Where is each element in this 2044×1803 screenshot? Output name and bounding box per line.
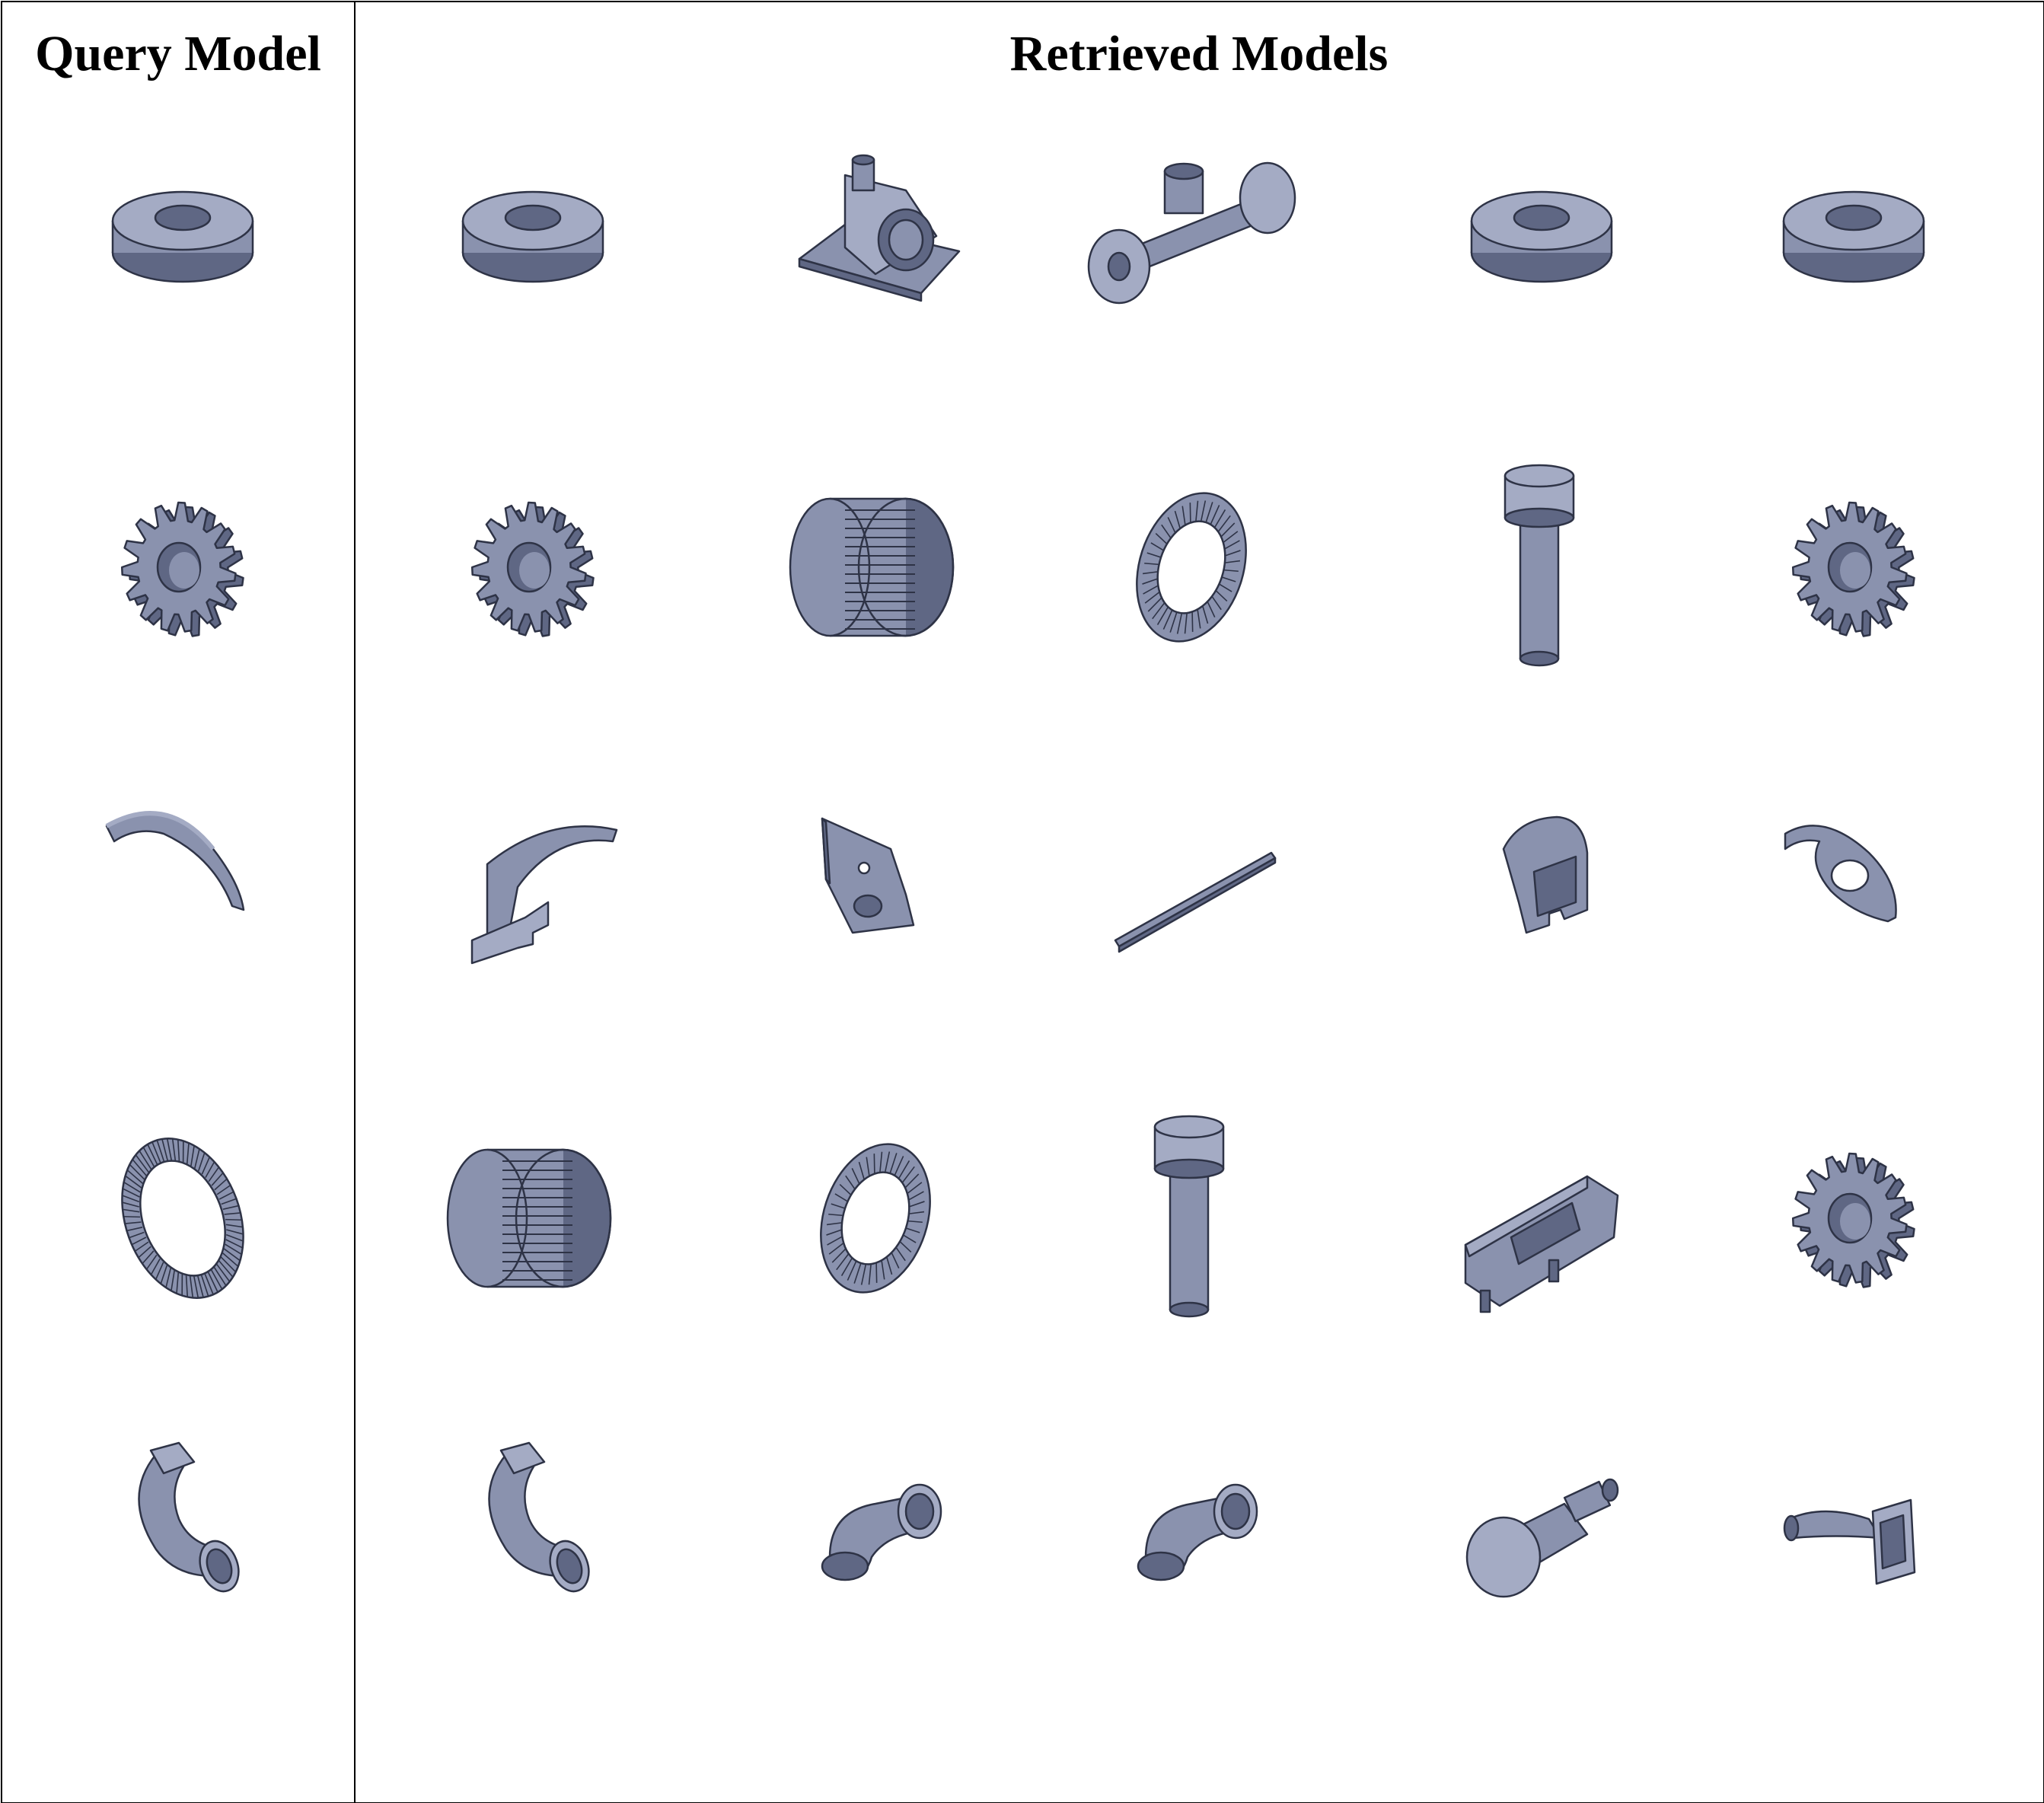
retrieved-model-stepped-cylinder [1382,1367,1701,1687]
query-column-header: Query Model [35,26,321,81]
retrieved-model-cylindrical-pin [1032,1055,1351,1374]
retrieved-model-needle-roller-cage [716,404,1035,723]
retrieved-model-spur-gear [1694,1055,2014,1374]
query-model-spur-gear [23,404,343,723]
query-model-pipe-elbow [23,1367,343,1687]
retrieved-model-flanged-bushing [373,76,693,396]
retrieved-model-thrust-needle-bearing [1032,404,1351,723]
retrieved-model-pillow-block-housing [716,76,1035,396]
query-model-serrated-washer [23,1055,343,1374]
retrieved-column-header: Retrieved Models [1009,26,1389,81]
retrieved-model-housing-plate [716,720,1035,1039]
retrieved-model-flanged-bushing [1694,76,2014,396]
retrieved-model-tapered-nozzle [1694,1367,2014,1687]
retrieved-model-swirl-cover [1694,720,2014,1039]
retrieved-model-flanged-bushing [1382,76,1701,396]
retrieved-model-pipe-elbow [373,1367,693,1687]
retrieved-model-cover-bracket [1382,720,1701,1039]
retrieved-model-housing-box [1382,1055,1701,1374]
retrieved-model-flanged-tee-pipe [1032,76,1351,396]
retrieved-model-long-rail [1032,720,1351,1039]
retrieved-model-bent-bracket [373,720,693,1039]
column-divider [354,1,356,1802]
retrieved-model-spur-gear [1694,404,2014,723]
retrieved-model-spur-gear [373,404,693,723]
query-model-flanged-bushing [23,76,343,396]
retrieved-model-cylindrical-pin [1382,404,1701,723]
retrieved-model-needle-roller-cage [373,1055,693,1374]
retrieved-model-flanged-elbow [716,1367,1035,1687]
retrieved-model-flanged-elbow [1032,1367,1351,1687]
retrieved-model-thrust-needle-bearing [716,1055,1035,1374]
query-model-curved-cover [23,720,343,1039]
